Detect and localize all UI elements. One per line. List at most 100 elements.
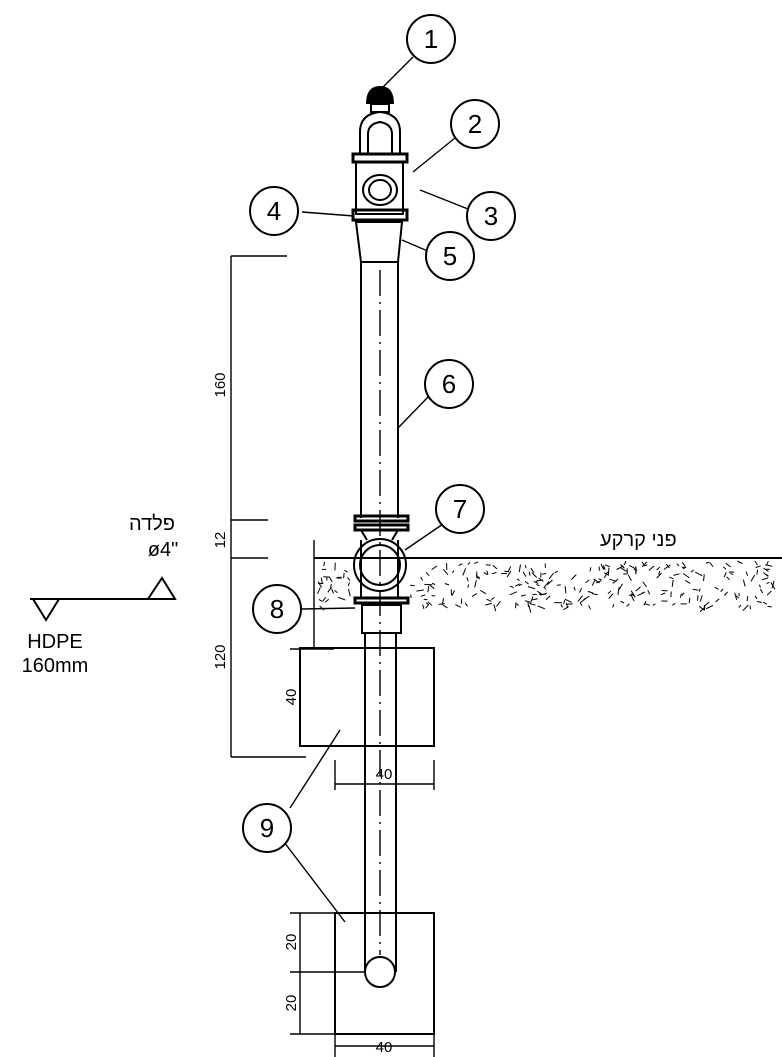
soil-hatch-stroke: [703, 574, 705, 581]
soil-hatch-stroke: [698, 588, 701, 592]
soil-hatch-stroke: [431, 582, 436, 585]
soil-hatch-stroke: [317, 581, 323, 588]
block-height-dimension: 40: [283, 689, 300, 706]
soil-hatch-stroke: [420, 594, 426, 597]
soil-hatch-stroke: [756, 600, 763, 603]
soil-hatch-stroke: [483, 572, 488, 576]
soil-hatch-stroke: [620, 600, 625, 604]
soil-hatch-stroke: [518, 583, 523, 587]
hdpe-material-label: HDPE: [27, 631, 83, 653]
soil-hatch-stroke: [588, 605, 592, 610]
soil-hatch-stroke: [616, 565, 624, 570]
leader-lines: [283, 56, 469, 923]
thrust-block-upper: [299, 647, 435, 747]
soil-hatch-stroke: [518, 564, 521, 573]
soil-hatch-stroke: [607, 567, 610, 576]
soil-hatch-stroke: [763, 567, 769, 572]
soil-hatch-stroke: [516, 578, 520, 582]
soil-hatch-stroke: [507, 566, 512, 572]
soil-hatch-stroke: [422, 604, 425, 610]
soil-hatch-stroke: [612, 603, 615, 608]
soil-hatch-stroke: [735, 595, 740, 599]
steel-diameter-label: ø4": [148, 539, 178, 561]
dim-lower-height: 120: [212, 644, 229, 669]
soil-hatch-stroke: [688, 597, 691, 604]
soil-hatch-stroke: [672, 602, 676, 606]
callout-2-number: 2: [468, 109, 482, 139]
callout-3-number: 3: [484, 201, 498, 231]
soil-hatch-stroke: [514, 583, 520, 587]
soil-hatch-stroke: [660, 592, 666, 596]
soil-hatch-stroke: [745, 571, 749, 576]
soil-hatch-stroke: [431, 565, 438, 571]
soil-hatch-stroke: [602, 567, 606, 570]
soil-hatch-stroke: [554, 570, 559, 574]
soil-hatch-stroke: [608, 593, 614, 599]
soil-hatch-stroke: [427, 601, 433, 606]
soil-hatch-stroke: [648, 565, 655, 571]
soil-hatch-stroke: [344, 569, 348, 573]
soil-hatch-stroke: [746, 596, 749, 602]
soil-hatch-stroke: [643, 564, 648, 567]
soil-hatch-stroke: [458, 563, 463, 566]
soil-hatch-stroke: [504, 570, 510, 573]
soil-hatch-stroke: [658, 570, 661, 575]
soil-hatch-stroke: [631, 593, 635, 597]
soil-hatch-stroke: [427, 585, 430, 593]
soil-hatch-stroke: [343, 572, 345, 579]
soil-hatch-stroke: [556, 584, 561, 586]
soil-hatch-stroke: [443, 568, 449, 576]
soil-hatch-stroke: [676, 563, 680, 567]
soil-hatch-stroke: [742, 579, 746, 587]
soil-hatch-stroke: [635, 586, 641, 592]
soil-hatch-stroke: [603, 571, 609, 579]
soil-hatch-stroke: [486, 570, 489, 575]
soil-hatch-stroke: [598, 578, 603, 581]
soil-hatch-stroke: [524, 564, 527, 569]
soil-hatch-stroke: [331, 588, 334, 594]
soil-hatch-stroke: [425, 571, 430, 577]
dim-block-width: 40: [376, 766, 393, 783]
soil-hatch-stroke: [703, 601, 710, 607]
soil-hatch-stroke: [692, 588, 699, 591]
soil-hatch-stroke: [522, 571, 527, 577]
soil-hatch-stroke: [524, 580, 529, 585]
soil-hatch-stroke: [763, 572, 769, 577]
riser-pipe: [360, 262, 399, 988]
soil-hatch-stroke: [669, 576, 674, 580]
soil-hatch-stroke: [520, 594, 526, 597]
soil-hatch-stroke: [607, 590, 612, 594]
soil-hatch-stroke: [642, 581, 648, 588]
callout-7-number: 7: [453, 494, 467, 524]
soil-hatch-stroke: [493, 604, 497, 612]
soil-hatch-stroke: [506, 571, 512, 578]
soil-hatch-stroke: [548, 572, 554, 580]
dim-flange-gap: 12: [212, 532, 229, 549]
soil-hatch-stroke: [626, 603, 630, 607]
callout-4-number: 4: [267, 196, 281, 226]
soil-hatch-stroke: [317, 587, 321, 595]
soil-hatching: [317, 560, 776, 613]
soil-hatch-stroke: [656, 566, 661, 571]
soil-hatch-stroke: [425, 604, 429, 609]
callout-6-number: 6: [442, 369, 456, 399]
tee-fitting: [353, 538, 407, 598]
soil-hatch-stroke: [695, 571, 703, 577]
soil-hatch-stroke: [464, 602, 468, 607]
soil-hatch-stroke: [543, 586, 547, 590]
soil-hatch-stroke: [673, 573, 680, 576]
soil-hatch-stroke: [528, 571, 531, 576]
soil-hatch-stroke: [496, 600, 501, 607]
soil-hatch-stroke: [754, 560, 758, 566]
soil-hatch-stroke: [738, 604, 742, 608]
soil-hatch-stroke: [564, 586, 567, 594]
soil-hatch-stroke: [542, 572, 547, 575]
soil-hatch-stroke: [529, 596, 534, 605]
soil-hatch-stroke: [320, 577, 323, 584]
soil-hatch-stroke: [589, 567, 592, 572]
soil-hatch-stroke: [665, 563, 670, 569]
soil-hatch-stroke: [543, 581, 550, 588]
soil-hatch-stroke: [480, 589, 487, 595]
soil-hatch-stroke: [531, 572, 538, 578]
soil-hatch-stroke: [714, 586, 719, 590]
